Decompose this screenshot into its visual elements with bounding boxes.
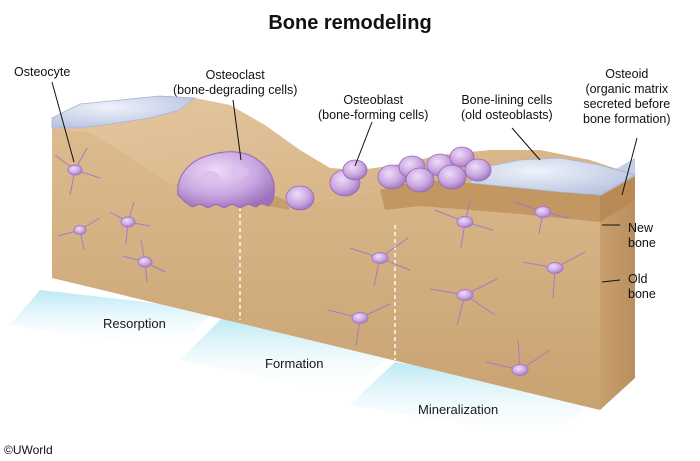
label-osteoid: Osteoid (organic matrix secreted before … <box>583 67 671 126</box>
osteocyte-cell <box>327 303 391 347</box>
osteocyte-cell <box>57 217 101 251</box>
osteoblast-cells <box>285 146 492 211</box>
bone-side-face <box>600 175 635 410</box>
label-osteoclast: Osteoclast (bone-degrading cells) <box>173 68 298 97</box>
label-new-bone: New bone <box>628 221 656 250</box>
label-osteoblast: Osteoblast (bone-forming cells) <box>318 93 429 122</box>
figure-title: Bone remodeling <box>268 12 432 34</box>
osteocyte-cell <box>122 239 166 283</box>
osteocyte-cell <box>54 147 101 196</box>
bone-lining-cells-left <box>51 95 197 129</box>
label-old-bone: Old bone <box>628 272 656 301</box>
osteocyte-cell <box>514 201 570 235</box>
leader-lines <box>51 81 638 283</box>
stage-label-formation: Formation <box>265 356 324 371</box>
stage-floor <box>10 290 600 440</box>
stage-label-mineralization: Mineralization <box>418 402 499 417</box>
stage-label-resorption: Resorption <box>103 316 166 331</box>
osteoid-layer <box>469 157 637 196</box>
copyright-notice: ©UWorld <box>4 443 53 457</box>
label-osteocyte: Osteocyte <box>14 65 71 79</box>
label-bone-lining-cells: Bone-lining cells (old osteoblasts) <box>461 93 553 122</box>
osteocyte-cell <box>349 237 411 287</box>
osteocyte-cell <box>434 197 494 249</box>
osteocytes <box>54 147 586 376</box>
osteocyte-cell <box>429 278 498 326</box>
osteocyte-cell <box>109 201 151 245</box>
osteocyte-cell <box>485 339 551 376</box>
osteocyte-cell <box>522 251 586 299</box>
osteoclast-cell <box>177 151 275 209</box>
